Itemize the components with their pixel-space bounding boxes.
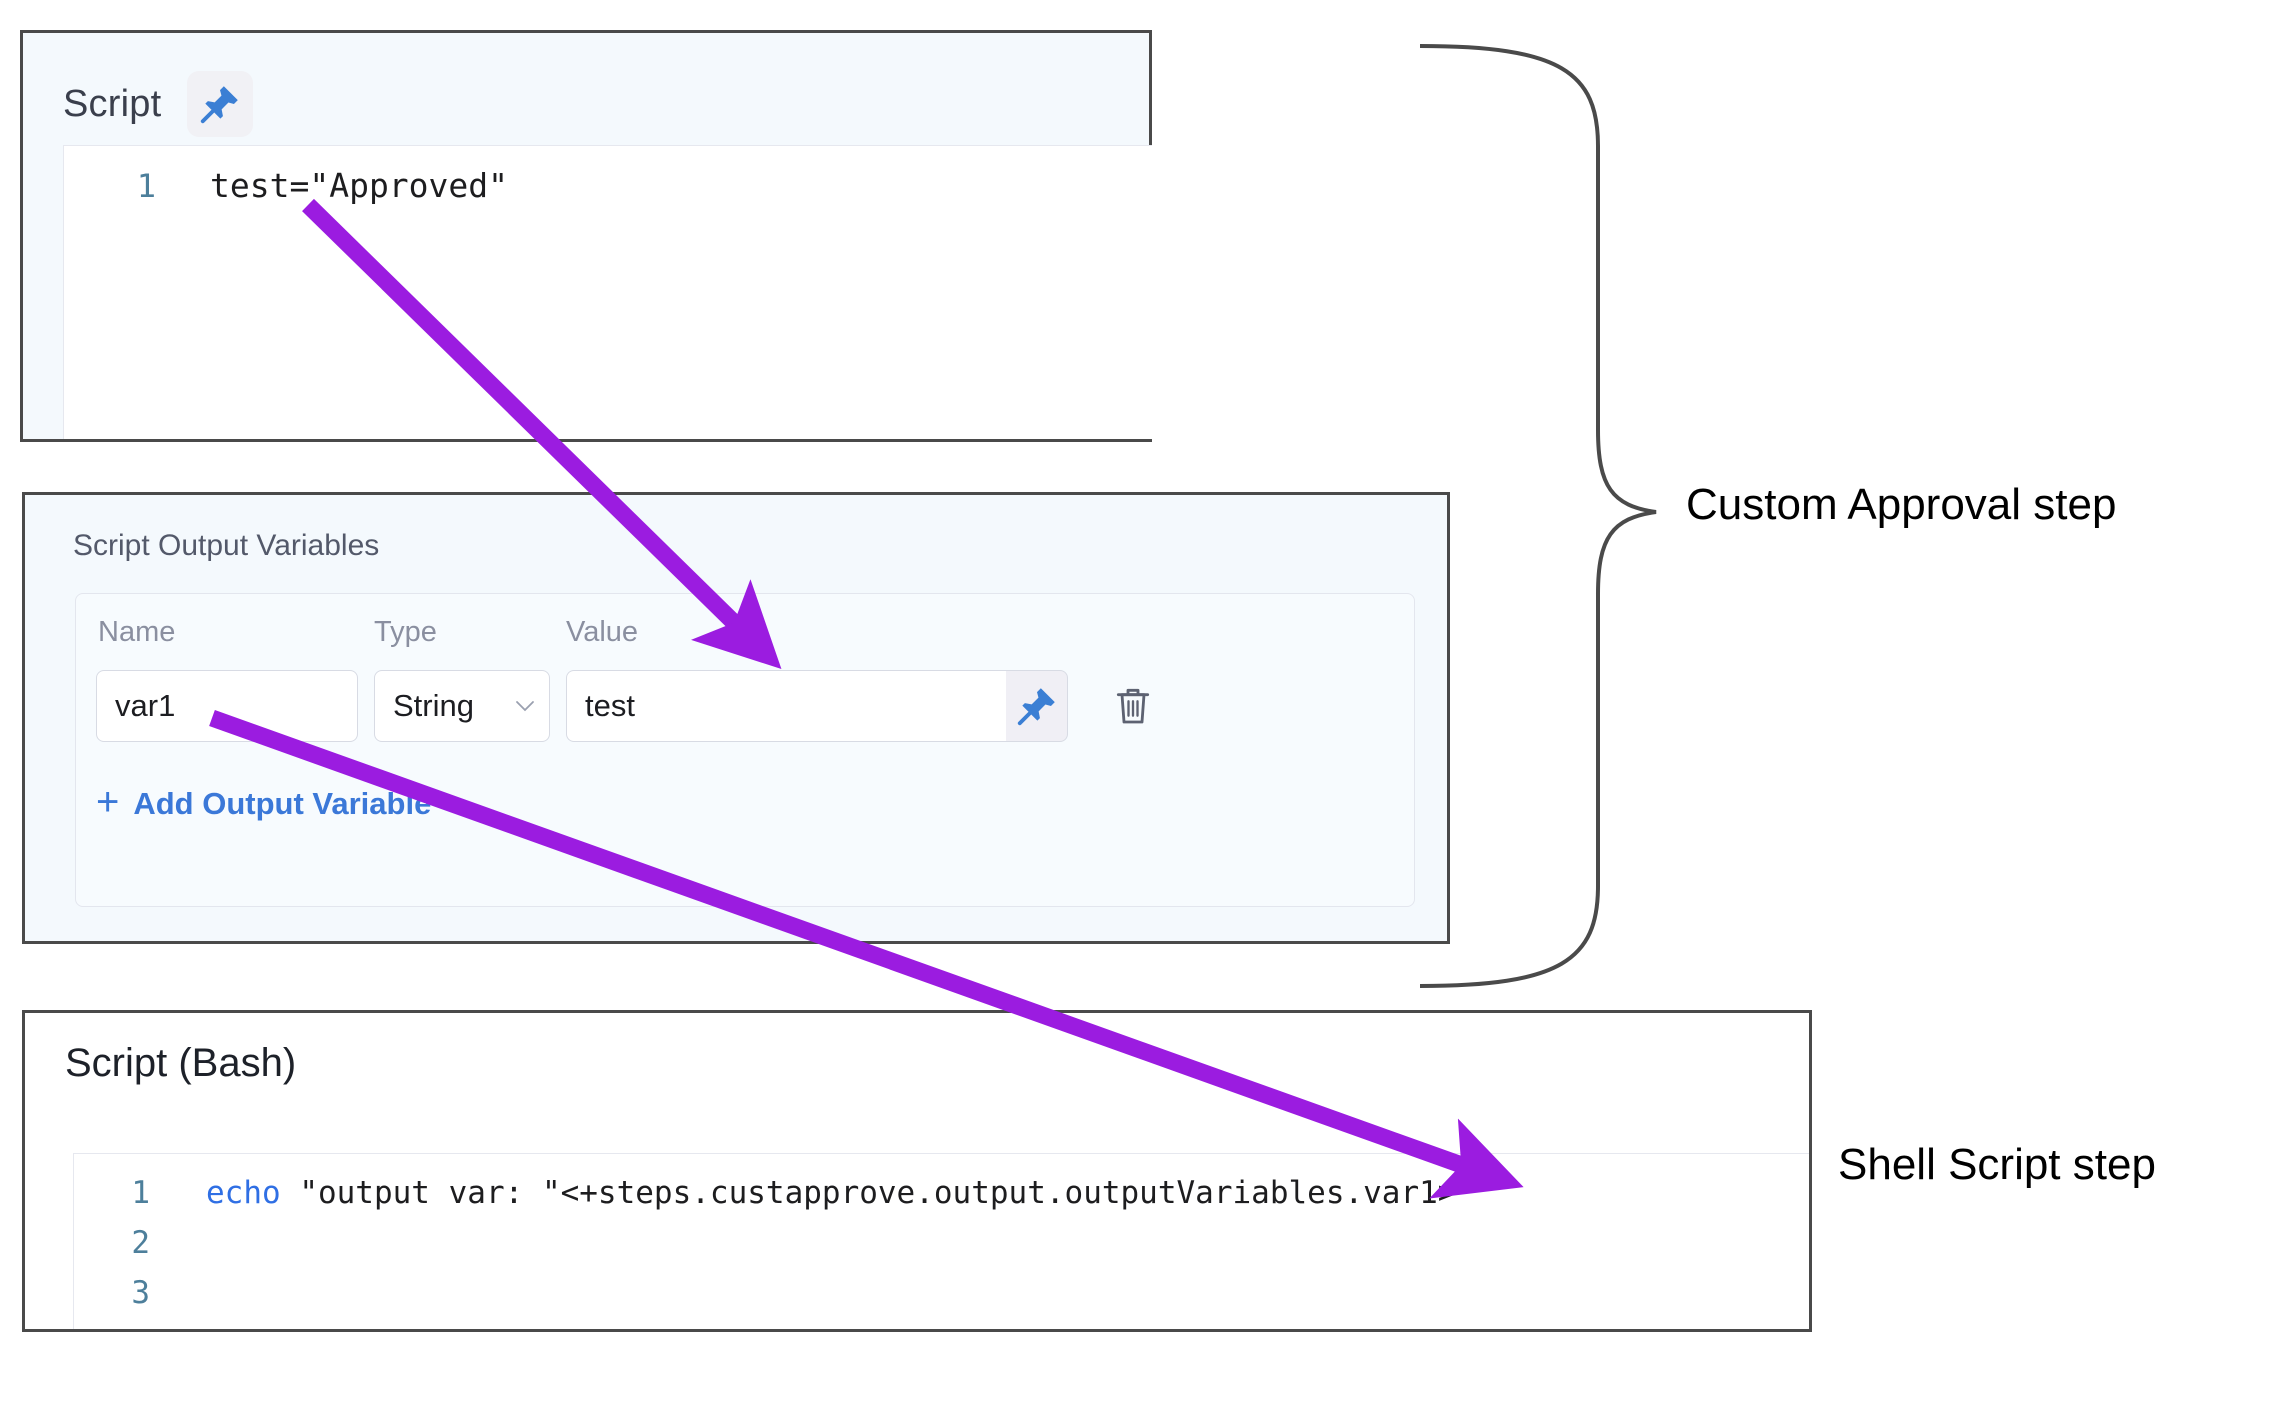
pin-icon [1017, 688, 1055, 726]
code-line: 1 test="Approved" [64, 146, 1152, 214]
script-code-editor[interactable]: 1 test="Approved" [63, 145, 1152, 439]
curly-brace [1419, 44, 1657, 988]
script-panel-header: Script [23, 33, 1149, 145]
variable-type-select[interactable]: String [374, 670, 550, 742]
line-number: 1 [136, 167, 156, 205]
output-variables-column-headers: Name Type Value [98, 616, 1414, 649]
output-variable-row: var1 String test [96, 670, 1394, 742]
annotation-shell-script-step: Shell Script step [1838, 1140, 2156, 1189]
bash-code-editor[interactable]: 1 echo "output var: "<+steps.custapprove… [73, 1153, 1809, 1329]
variable-type-value: String [393, 688, 474, 723]
code-keyword: echo [206, 1175, 281, 1211]
script-panel-title: Script [63, 82, 162, 125]
column-header-value: Value [566, 616, 639, 648]
variable-name-input[interactable]: var1 [96, 670, 358, 742]
bash-script-panel: Script (Bash) 1 echo "output var: "<+ste… [22, 1010, 1812, 1332]
annotation-custom-approval-step: Custom Approval step [1686, 480, 2117, 529]
output-variables-title: Script Output Variables [73, 529, 380, 562]
line-number: 2 [131, 1225, 150, 1261]
output-variables-card: Name Type Value var1 String test [75, 593, 1415, 907]
script-output-variables-panel: Script Output Variables Name Type Value … [22, 492, 1450, 944]
trash-icon [1116, 688, 1150, 724]
code-line: 3 [74, 1268, 1809, 1318]
line-number: 3 [131, 1275, 150, 1311]
variable-value-pin-icon-button[interactable] [1006, 670, 1068, 742]
column-header-type: Type [374, 616, 437, 648]
chevron-down-icon [516, 701, 534, 712]
add-output-variable-label: Add Output Variable [133, 786, 432, 821]
code-rest: "output var: "<+steps.custapprove.output… [280, 1175, 1457, 1211]
line-number: 1 [131, 1175, 150, 1211]
variable-value-group: test [566, 670, 1068, 742]
script-panel: Script 1 test="Approved" [20, 30, 1152, 442]
bash-panel-title: Script (Bash) [65, 1041, 297, 1085]
code-line: 1 echo "output var: "<+steps.custapprove… [74, 1168, 1809, 1218]
column-header-name: Name [98, 616, 176, 648]
pin-icon-button[interactable] [187, 71, 254, 137]
pin-icon [201, 86, 239, 124]
code-line: 2 [74, 1218, 1809, 1268]
delete-variable-button[interactable] [1110, 680, 1156, 732]
add-output-variable-button[interactable]: + Add Output Variable [96, 780, 432, 824]
variable-value-input[interactable]: test [566, 670, 1006, 742]
plus-icon: + [96, 780, 120, 824]
code-text: test="Approved" [210, 166, 509, 205]
code-text: echo "output var: "<+steps.custapprove.o… [150, 1168, 1456, 1218]
